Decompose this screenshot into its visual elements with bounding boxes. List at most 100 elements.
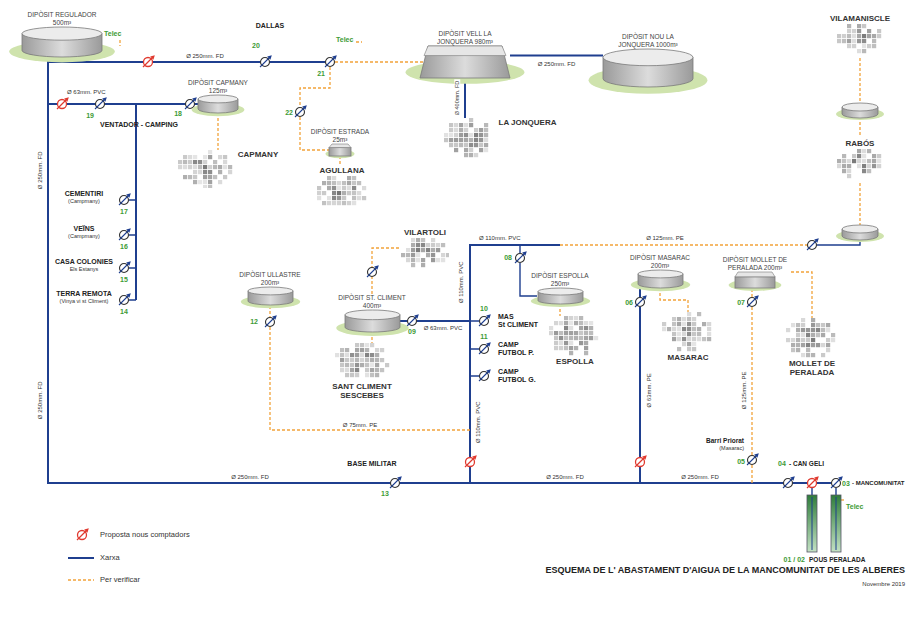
house xyxy=(469,143,473,147)
house xyxy=(178,160,182,164)
house xyxy=(332,176,336,180)
house xyxy=(826,323,830,327)
house xyxy=(441,258,445,262)
house xyxy=(872,164,876,168)
house xyxy=(677,337,681,341)
house xyxy=(831,338,835,342)
house xyxy=(847,44,851,48)
house xyxy=(426,248,430,252)
house xyxy=(459,138,463,142)
house xyxy=(564,331,568,335)
house xyxy=(584,346,588,350)
small-tanks xyxy=(836,103,884,242)
house xyxy=(370,353,374,357)
house xyxy=(862,44,866,48)
house xyxy=(375,363,379,367)
house xyxy=(484,133,488,137)
house xyxy=(872,39,876,43)
house xyxy=(872,44,876,48)
tank-shape xyxy=(329,144,351,156)
house xyxy=(464,138,468,142)
house xyxy=(574,336,578,340)
house xyxy=(340,348,344,352)
callout-number: 16 xyxy=(120,243,128,251)
meter xyxy=(367,265,379,277)
callout-number: 10 xyxy=(480,305,488,313)
house xyxy=(193,180,197,184)
house xyxy=(852,34,856,38)
house xyxy=(707,337,711,341)
house xyxy=(198,160,202,164)
house xyxy=(677,322,681,326)
place-label: CAMP xyxy=(498,341,519,349)
house xyxy=(436,243,440,247)
tank-node: DIPÒSIT ULLASTRE 200m³ xyxy=(237,271,303,305)
house xyxy=(327,201,331,205)
house xyxy=(454,138,458,142)
house xyxy=(687,312,691,316)
town-icon xyxy=(317,176,367,210)
house xyxy=(360,358,364,362)
house xyxy=(707,332,711,336)
house xyxy=(786,328,790,332)
house xyxy=(564,336,568,340)
house xyxy=(362,186,366,190)
pipe-label: Ø 63mm. PE xyxy=(646,372,653,408)
meter xyxy=(479,342,491,354)
house xyxy=(340,353,344,357)
town-name: ESPOLLA xyxy=(556,357,594,366)
house xyxy=(677,332,681,336)
house xyxy=(347,191,351,195)
house xyxy=(357,181,361,185)
house xyxy=(847,29,851,33)
house xyxy=(564,341,568,345)
house xyxy=(469,133,473,137)
house xyxy=(370,358,374,362)
callout-number: 08 xyxy=(504,254,512,262)
place-label: - MANCOMUNITAT xyxy=(852,480,904,487)
house xyxy=(857,159,861,163)
house xyxy=(223,175,227,179)
house xyxy=(436,248,440,252)
pipe-label: Ø 400mm. FD xyxy=(454,80,460,117)
pipe xyxy=(470,245,560,483)
town-name: AGULLANA xyxy=(320,166,365,175)
house xyxy=(867,34,871,38)
house xyxy=(327,181,331,185)
house xyxy=(454,148,458,152)
house xyxy=(806,343,810,347)
house xyxy=(677,317,681,321)
house xyxy=(796,323,800,327)
house xyxy=(857,39,861,43)
house xyxy=(322,201,326,205)
house xyxy=(559,331,563,335)
house xyxy=(464,143,468,147)
meter xyxy=(747,295,759,307)
meter xyxy=(390,476,402,488)
callout-number: 04 xyxy=(778,460,786,468)
house xyxy=(826,343,830,347)
house xyxy=(411,243,415,247)
pipe-label: Ø 250mm. FD xyxy=(680,474,720,481)
place-label: MAS xyxy=(498,313,514,321)
house xyxy=(579,336,583,340)
town-node: VILARTOLI xyxy=(401,228,449,268)
house xyxy=(821,333,825,337)
house xyxy=(327,186,331,190)
house xyxy=(474,138,478,142)
house xyxy=(862,49,866,53)
house xyxy=(228,170,232,174)
house xyxy=(852,159,856,163)
town-name: RABÓS xyxy=(846,139,875,148)
town-icon xyxy=(786,318,838,358)
callout-number: 18 xyxy=(174,110,182,118)
pipe-label: Ø 250mm. FD xyxy=(545,474,585,481)
tank-top xyxy=(329,144,351,148)
legend-samples xyxy=(68,528,94,580)
house xyxy=(569,316,573,320)
dashed-pipe xyxy=(751,289,752,483)
pipe xyxy=(639,283,641,483)
pipe-label: Ø 110mm. PVC xyxy=(476,400,483,444)
house xyxy=(208,185,212,188)
house xyxy=(337,191,341,195)
